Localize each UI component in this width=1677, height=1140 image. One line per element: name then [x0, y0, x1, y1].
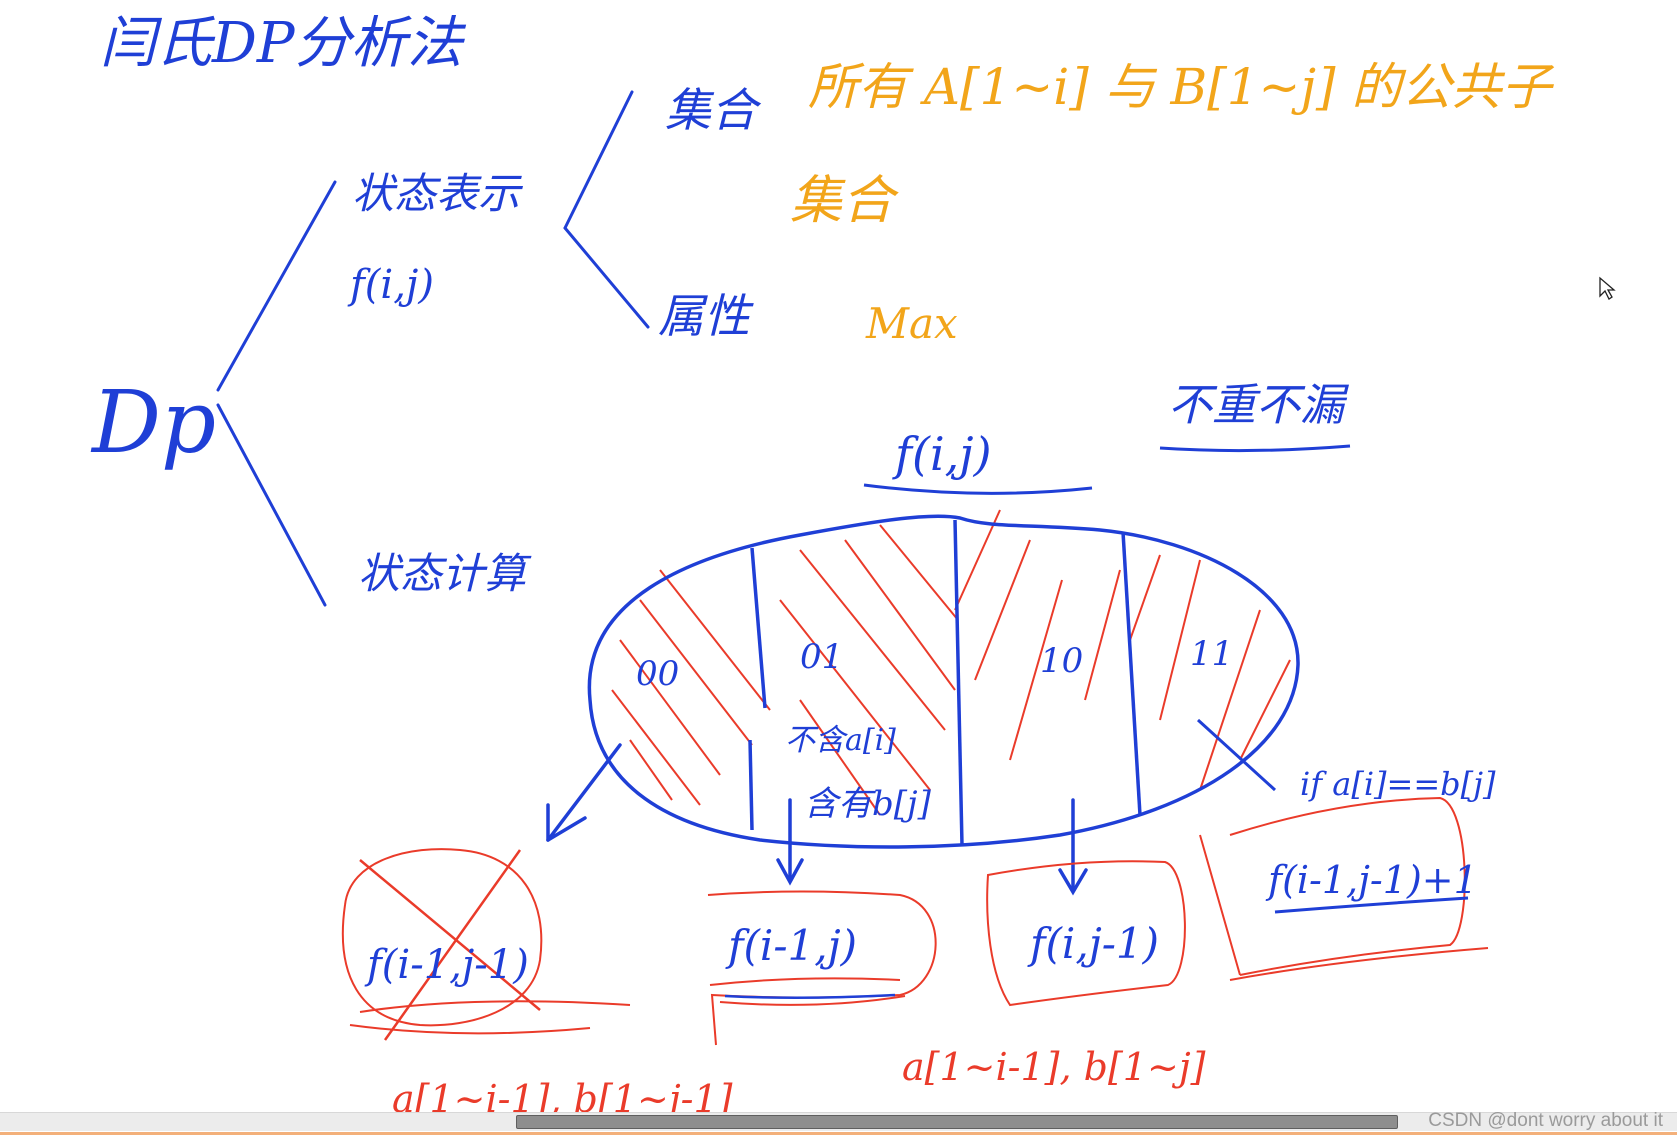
result-10: f(i,j-1) [986, 860, 1186, 1007]
state-function: f(i,j) [347, 262, 434, 308]
diagram-title: 闫氏DP分析法 [100, 11, 467, 76]
result-01-text: f(i-1,j) [725, 921, 857, 970]
branch-to-property [563, 226, 650, 329]
subset-label-01: a[1~i-1], b[1~j] [902, 1045, 1206, 1089]
region-label-00: 00 [636, 654, 679, 694]
result-arrows [546, 743, 1088, 896]
horizontal-scrollbar[interactable] [0, 1112, 1677, 1131]
property-label: 属性 [658, 289, 754, 343]
region-11-condition: if a[i]==b[j] [1300, 765, 1496, 803]
region-label-01: 01 [800, 637, 843, 677]
set-description-line1: 所有 A[1~i] 与 B[1~j] 的公共子 [808, 58, 1554, 116]
state-computation-label: 状态计算 [358, 549, 532, 598]
region-01-note-line1: 不含a[i] [785, 723, 896, 758]
set-label: 集合 [665, 83, 762, 137]
result-10-text: f(i,j-1) [1027, 919, 1159, 968]
result-01: f(i-1,j) [707, 890, 937, 1046]
principle-underline [1159, 444, 1351, 453]
region-01-note-line2: 含有b[j] [804, 784, 932, 824]
set-description-line2: 集合 [790, 171, 899, 231]
region-label-11: 11 [1190, 634, 1233, 674]
scrollbar-thumb[interactable] [516, 1115, 1398, 1129]
partition-dividers [748, 519, 1142, 846]
branch-to-state-representation [216, 180, 337, 392]
result-11: f(i-1,j-1)+1 [1199, 796, 1489, 981]
partition-function: f(i,j) [892, 427, 992, 481]
watermark: CSDN @dont worry about it [1428, 1110, 1663, 1131]
tree-connectors [216, 90, 650, 607]
branch-to-set [563, 90, 634, 230]
principle-label: 不重不漏 [1168, 380, 1350, 431]
bottom-edge-strip [0, 1132, 1677, 1135]
cross-out-mark [359, 849, 541, 1041]
partition-ellipse [587, 514, 1300, 849]
result-00-text: f(i-1,j-1) [364, 942, 529, 988]
arrow-to-result-00 [546, 743, 622, 842]
property-value: Max [865, 299, 958, 348]
state-representation-label: 状态表示 [352, 169, 524, 218]
cursor-icon [1599, 276, 1616, 300]
result-00: f(i-1,j-1) [341, 848, 631, 1041]
branch-to-state-computation [216, 403, 327, 607]
condition-pointer [1196, 718, 1277, 792]
partition-function-underline [863, 483, 1093, 495]
hatch-lines [611, 509, 1291, 816]
result-11-text: f(i-1,j-1)+1 [1265, 858, 1478, 902]
root-node: Dp [90, 373, 216, 473]
region-label-10: 10 [1040, 641, 1083, 681]
